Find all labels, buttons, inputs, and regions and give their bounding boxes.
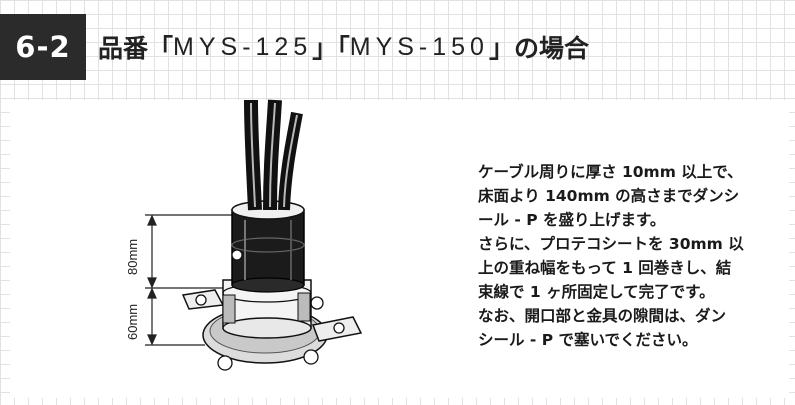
- instruction-line: ール - P を盛り上げます。: [478, 211, 666, 229]
- instruction-line: 束線で 1 ヶ所固定して完了です。: [478, 283, 715, 301]
- content-panel: [10, 100, 789, 398]
- dimension-label-upper: 80mm: [125, 239, 140, 275]
- model-number-b: MYS-150: [349, 32, 489, 61]
- instruction-line: さらに、プロテコシートを 30mm 以: [478, 235, 744, 253]
- section-number: 6-2: [0, 14, 86, 80]
- cable-seal-illustration: 80mm 60mm: [125, 99, 363, 371]
- section-header: 6-2 品番「 MYS-125 」「 MYS-150 」の場合: [0, 14, 795, 80]
- instruction-line: 上の重ね幅をもって 1 回巻きし、結: [478, 259, 732, 277]
- title-mid: 」「: [312, 34, 350, 63]
- instruction-line: なお、開口部と金具の隙間は、ダン: [478, 307, 727, 325]
- instruction-line: ケーブル周りに厚さ 10mm 以上で、: [478, 163, 743, 181]
- dimension-markers: [145, 214, 240, 346]
- cable-bundle: [244, 99, 303, 211]
- installation-instructions: ケーブル周りに厚さ 10mm 以上で、 床面より 140mm の高さまでダンシ …: [478, 160, 783, 352]
- section-title: 品番「 MYS-125 」「 MYS-150 」の場合: [98, 14, 589, 80]
- instruction-line: 床面より 140mm の高さまでダンシ: [478, 187, 740, 205]
- model-number-a: MYS-125: [173, 32, 313, 61]
- protective-sheet: [231, 200, 305, 293]
- title-prefix: 品番「: [98, 34, 174, 63]
- dimension-label-lower: 60mm: [125, 304, 140, 340]
- instruction-line: シール - P で塞いでください。: [478, 331, 698, 349]
- title-suffix: 」の場合: [488, 34, 589, 63]
